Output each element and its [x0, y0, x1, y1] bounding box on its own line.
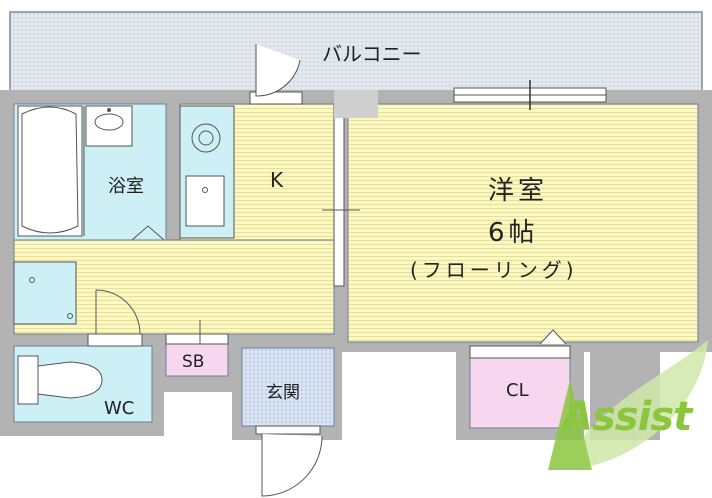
toilet-label: WC: [104, 398, 135, 419]
closet-label: CL: [506, 380, 529, 401]
entrance-label: 玄関: [266, 383, 300, 403]
balcony: [9, 11, 703, 93]
balcony-label: バルコニー: [322, 42, 422, 66]
balcony-door: [249, 44, 303, 105]
logo-text: Assist: [562, 394, 692, 440]
shoe-box-label: SB: [182, 352, 205, 372]
western-room-label: 洋室: [488, 176, 549, 206]
shoe-box: [165, 320, 229, 377]
flooring-label: (フローリング): [410, 258, 578, 282]
bathroom: [13, 103, 167, 241]
assist-logo: [548, 340, 708, 470]
closet: [469, 345, 571, 429]
bathroom-label: 浴室: [108, 176, 144, 197]
room-size-label: 6帖: [488, 218, 539, 248]
kitchen-area: [13, 103, 335, 335]
entrance: [241, 347, 335, 497]
toilet: [13, 289, 153, 423]
kitchen-label: K: [270, 168, 284, 192]
western-room: [322, 80, 699, 345]
